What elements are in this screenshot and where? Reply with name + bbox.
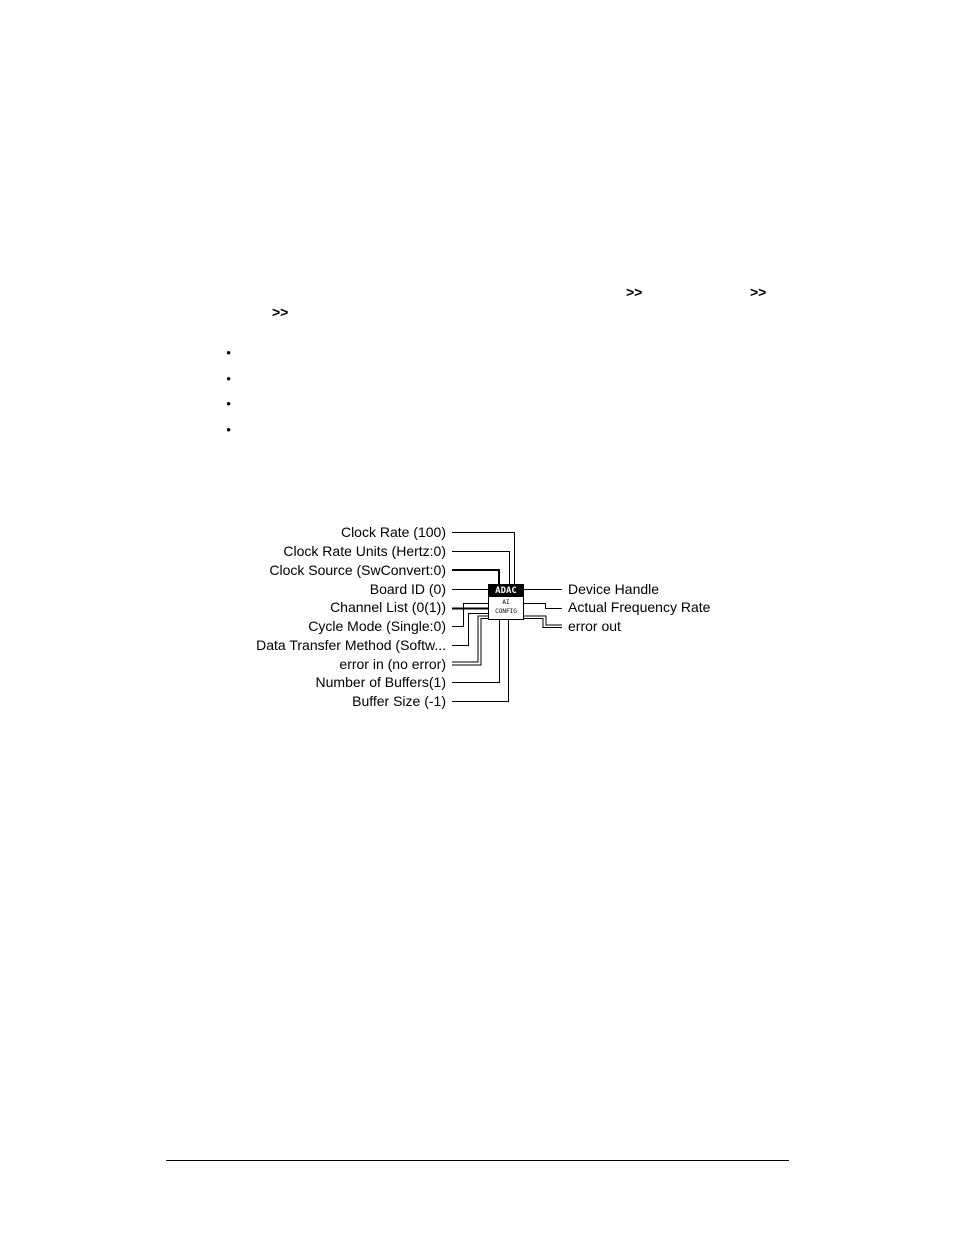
nav-chevron-3: >>	[272, 304, 289, 320]
bullet-2: •	[226, 372, 232, 388]
icon-line-config: CONFIG	[495, 608, 517, 615]
output-error-out: error out	[568, 618, 621, 634]
input-number-of-buffers: Number of Buffers(1)	[315, 674, 446, 690]
input-data-transfer-method: Data Transfer Method (Softw...	[256, 637, 446, 653]
input-channel-list: Channel List (0(1))	[330, 599, 446, 615]
input-clock-rate-units: Clock Rate Units (Hertz:0)	[283, 543, 446, 559]
footer-rule	[166, 1160, 789, 1161]
bullet-1: •	[226, 346, 232, 362]
input-error-in: error in (no error)	[339, 656, 446, 672]
input-clock-rate: Clock Rate (100)	[340, 524, 446, 540]
adac-ai-config-vi-icon: ADAC AI CONFIG	[488, 584, 524, 620]
input-clock-source: Clock Source (SwConvert:0)	[269, 562, 446, 578]
nav-chevron-1: >>	[626, 284, 643, 300]
input-buffer-size: Buffer Size (-1)	[352, 693, 446, 709]
output-device-handle: Device Handle	[568, 581, 660, 597]
icon-line-ai: AI	[502, 599, 510, 606]
input-cycle-mode: Cycle Mode (Single:0)	[308, 618, 446, 634]
nav-chevron-2: >>	[750, 284, 767, 300]
input-board-id: Board ID (0)	[369, 581, 446, 597]
output-actual-frequency-rate: Actual Frequency Rate	[568, 599, 711, 615]
icon-header: ADAC	[489, 585, 523, 597]
bullet-3: •	[226, 397, 232, 413]
bullet-4: •	[226, 423, 232, 439]
